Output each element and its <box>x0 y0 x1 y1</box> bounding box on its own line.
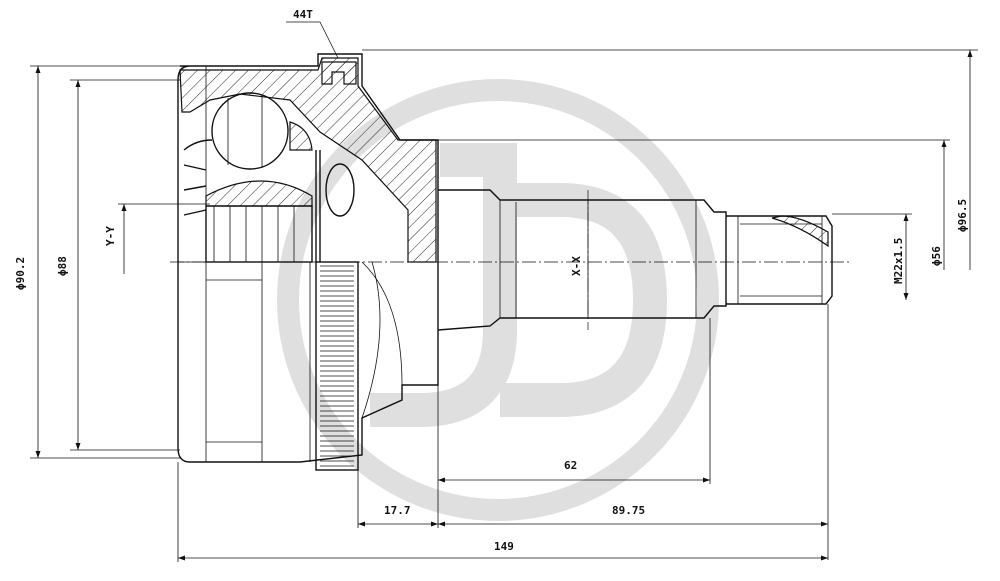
teeth-count-label: 44T <box>293 8 313 21</box>
abs-ring <box>315 261 359 471</box>
ring-width-label: 17.7 <box>384 504 411 517</box>
dimension-arrow <box>178 555 185 561</box>
section-hatch <box>179 57 437 263</box>
seal-diameter-label: ϕ56 <box>930 246 943 266</box>
section-x-label: X-X <box>570 256 583 276</box>
center-lines <box>170 190 850 330</box>
dimension-arrow <box>967 50 973 57</box>
dimension-arrow <box>75 80 81 87</box>
dimension-arrow <box>75 443 81 450</box>
dimension-arrow <box>941 140 947 147</box>
dimension-arrow <box>903 293 909 300</box>
dimension-arrow <box>821 521 828 527</box>
dimension-arrow <box>121 204 127 211</box>
stub-shaft <box>437 189 833 331</box>
ball-cage <box>183 92 355 263</box>
dimension-arrow <box>438 521 445 527</box>
spline-length-label: 62 <box>564 459 577 472</box>
ring-diameter-label: ϕ96.5 <box>956 199 969 232</box>
outer-diameter-label: ϕ90.2 <box>14 257 27 290</box>
stem-length-label: 89.75 <box>612 504 645 517</box>
watermark-logo <box>277 79 719 521</box>
dimension-arrow <box>903 214 909 221</box>
thread-label: M22x1.5 <box>892 238 905 284</box>
dimension-arrow <box>431 521 438 527</box>
dimension-arrow <box>703 477 710 483</box>
bell-diameter-label: ϕ88 <box>56 256 69 276</box>
section-y-label: Y-Y <box>104 226 117 246</box>
dimension-labels: 44T ϕ90.2 ϕ88 Y-Y X-X ϕ96.5 ϕ56 M22x1.5 … <box>14 8 969 553</box>
dimension-lines <box>30 21 978 562</box>
dimension-arrow <box>35 451 41 458</box>
dimension-arrow <box>358 521 365 527</box>
total-length-label: 149 <box>494 540 514 553</box>
dimension-arrow <box>821 555 828 561</box>
dimension-arrow <box>35 66 41 73</box>
dimension-arrow <box>438 477 445 483</box>
